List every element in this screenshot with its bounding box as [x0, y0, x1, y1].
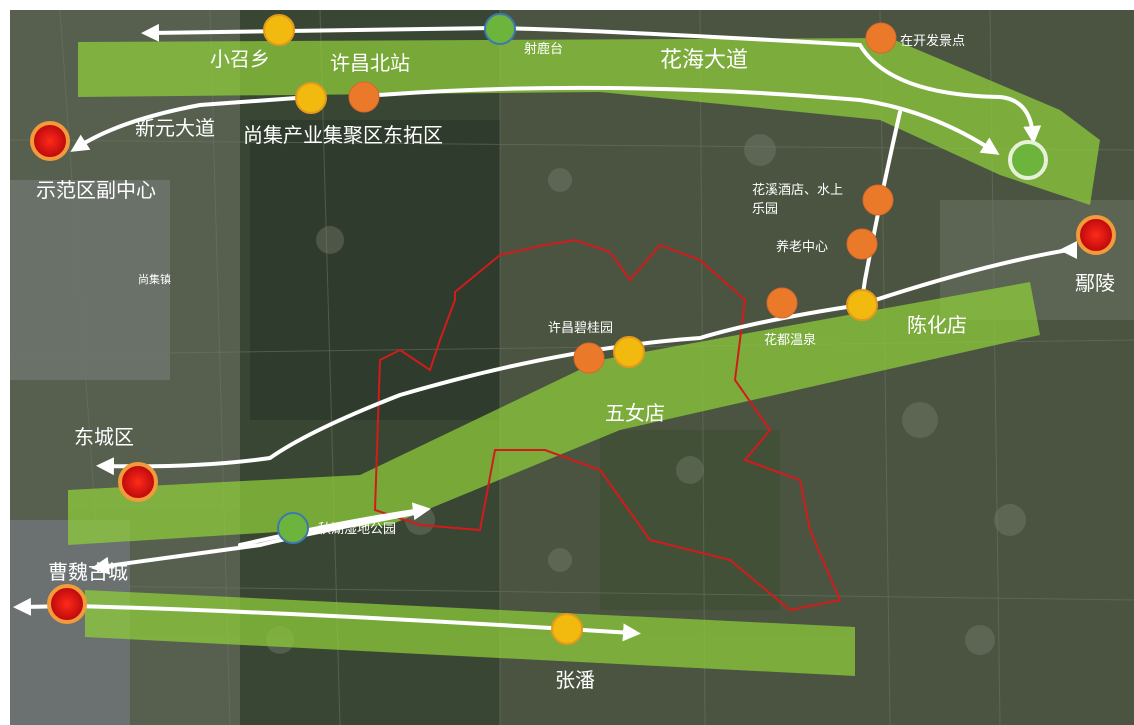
corridor-wunudian — [68, 282, 1040, 545]
label-shangji-town: 尚集镇 — [138, 272, 171, 286]
route-xinyuan-west — [70, 95, 312, 152]
route-qiuhu — [91, 510, 422, 575]
label-chenhuadian: 陈化店 — [907, 313, 967, 337]
marker-huahai-east — [1008, 140, 1048, 180]
label-legend-developing: 在开发景点 — [900, 33, 965, 49]
label-demo-zone: 示范区副中心 — [36, 178, 156, 202]
label-huahai-avenue: 花海大道 — [660, 48, 748, 73]
marker-xiaozhaoxiang — [263, 14, 295, 46]
label-huaxi-2: 乐园 — [752, 202, 778, 217]
marker-country-garden-yellow — [613, 336, 645, 368]
label-yanling: 鄢陵 — [1075, 271, 1115, 295]
label-caowei: 曹魏古城 — [48, 560, 128, 584]
label-north-station: 许昌北站 — [330, 51, 410, 75]
label-wunudian: 五女店 — [605, 401, 665, 425]
label-country-garden: 许昌碧桂园 — [548, 321, 613, 336]
marker-country-garden-orange — [573, 342, 605, 374]
label-elderly-care: 养老中心 — [776, 239, 828, 255]
district-boundary — [373, 238, 842, 612]
marker-north-station — [348, 81, 380, 113]
label-hot-spring: 花都温泉 — [764, 332, 816, 348]
marker-elderly-care — [846, 228, 878, 260]
marker-shelutai — [484, 13, 516, 45]
markers — [30, 13, 1116, 645]
marker-dongcheng — [118, 462, 158, 502]
label-dongcheng: 东城区 — [74, 425, 134, 449]
route-xiaozhao — [141, 23, 497, 42]
marker-chenhuadian — [846, 289, 878, 321]
label-shangji-expansion: 尚集产业集聚区东拓区 — [243, 123, 443, 147]
marker-demo-zone — [30, 121, 70, 161]
marker-zhangpan — [551, 613, 583, 645]
label-zhangpan: 张潘 — [555, 668, 595, 692]
marker-qiuhu — [277, 512, 309, 544]
marker-yanling — [1076, 215, 1116, 255]
marker-caowei — [47, 584, 87, 624]
marker-hot-spring — [766, 287, 798, 319]
label-xinyuan-avenue: 新元大道 — [135, 116, 215, 140]
route-zhangpan — [73, 604, 641, 642]
label-xiaozhaoxiang: 小召乡 — [210, 47, 270, 71]
label-huaxi-1: 花溪酒店、水上 — [752, 182, 843, 198]
marker-legend-developing — [865, 22, 897, 54]
label-shelutai: 射鹿台 — [524, 41, 563, 57]
route-xinyuan — [363, 85, 1000, 155]
route-qiuhu-east — [238, 502, 431, 547]
route-wunudian — [96, 248, 1070, 476]
marker-shangji — [295, 82, 327, 114]
corridor-huahai — [78, 38, 1100, 205]
map-labels: 小召乡 许昌北站 射鹿台 花海大道 在开发景点 新元大道 尚集产业集聚区东拓区 … — [36, 33, 1115, 692]
route-huahai — [493, 26, 1042, 144]
route-lines — [13, 23, 1070, 642]
label-qiuhu: 秋湖湿地公园 — [318, 522, 396, 537]
marker-huaxi — [862, 184, 894, 216]
